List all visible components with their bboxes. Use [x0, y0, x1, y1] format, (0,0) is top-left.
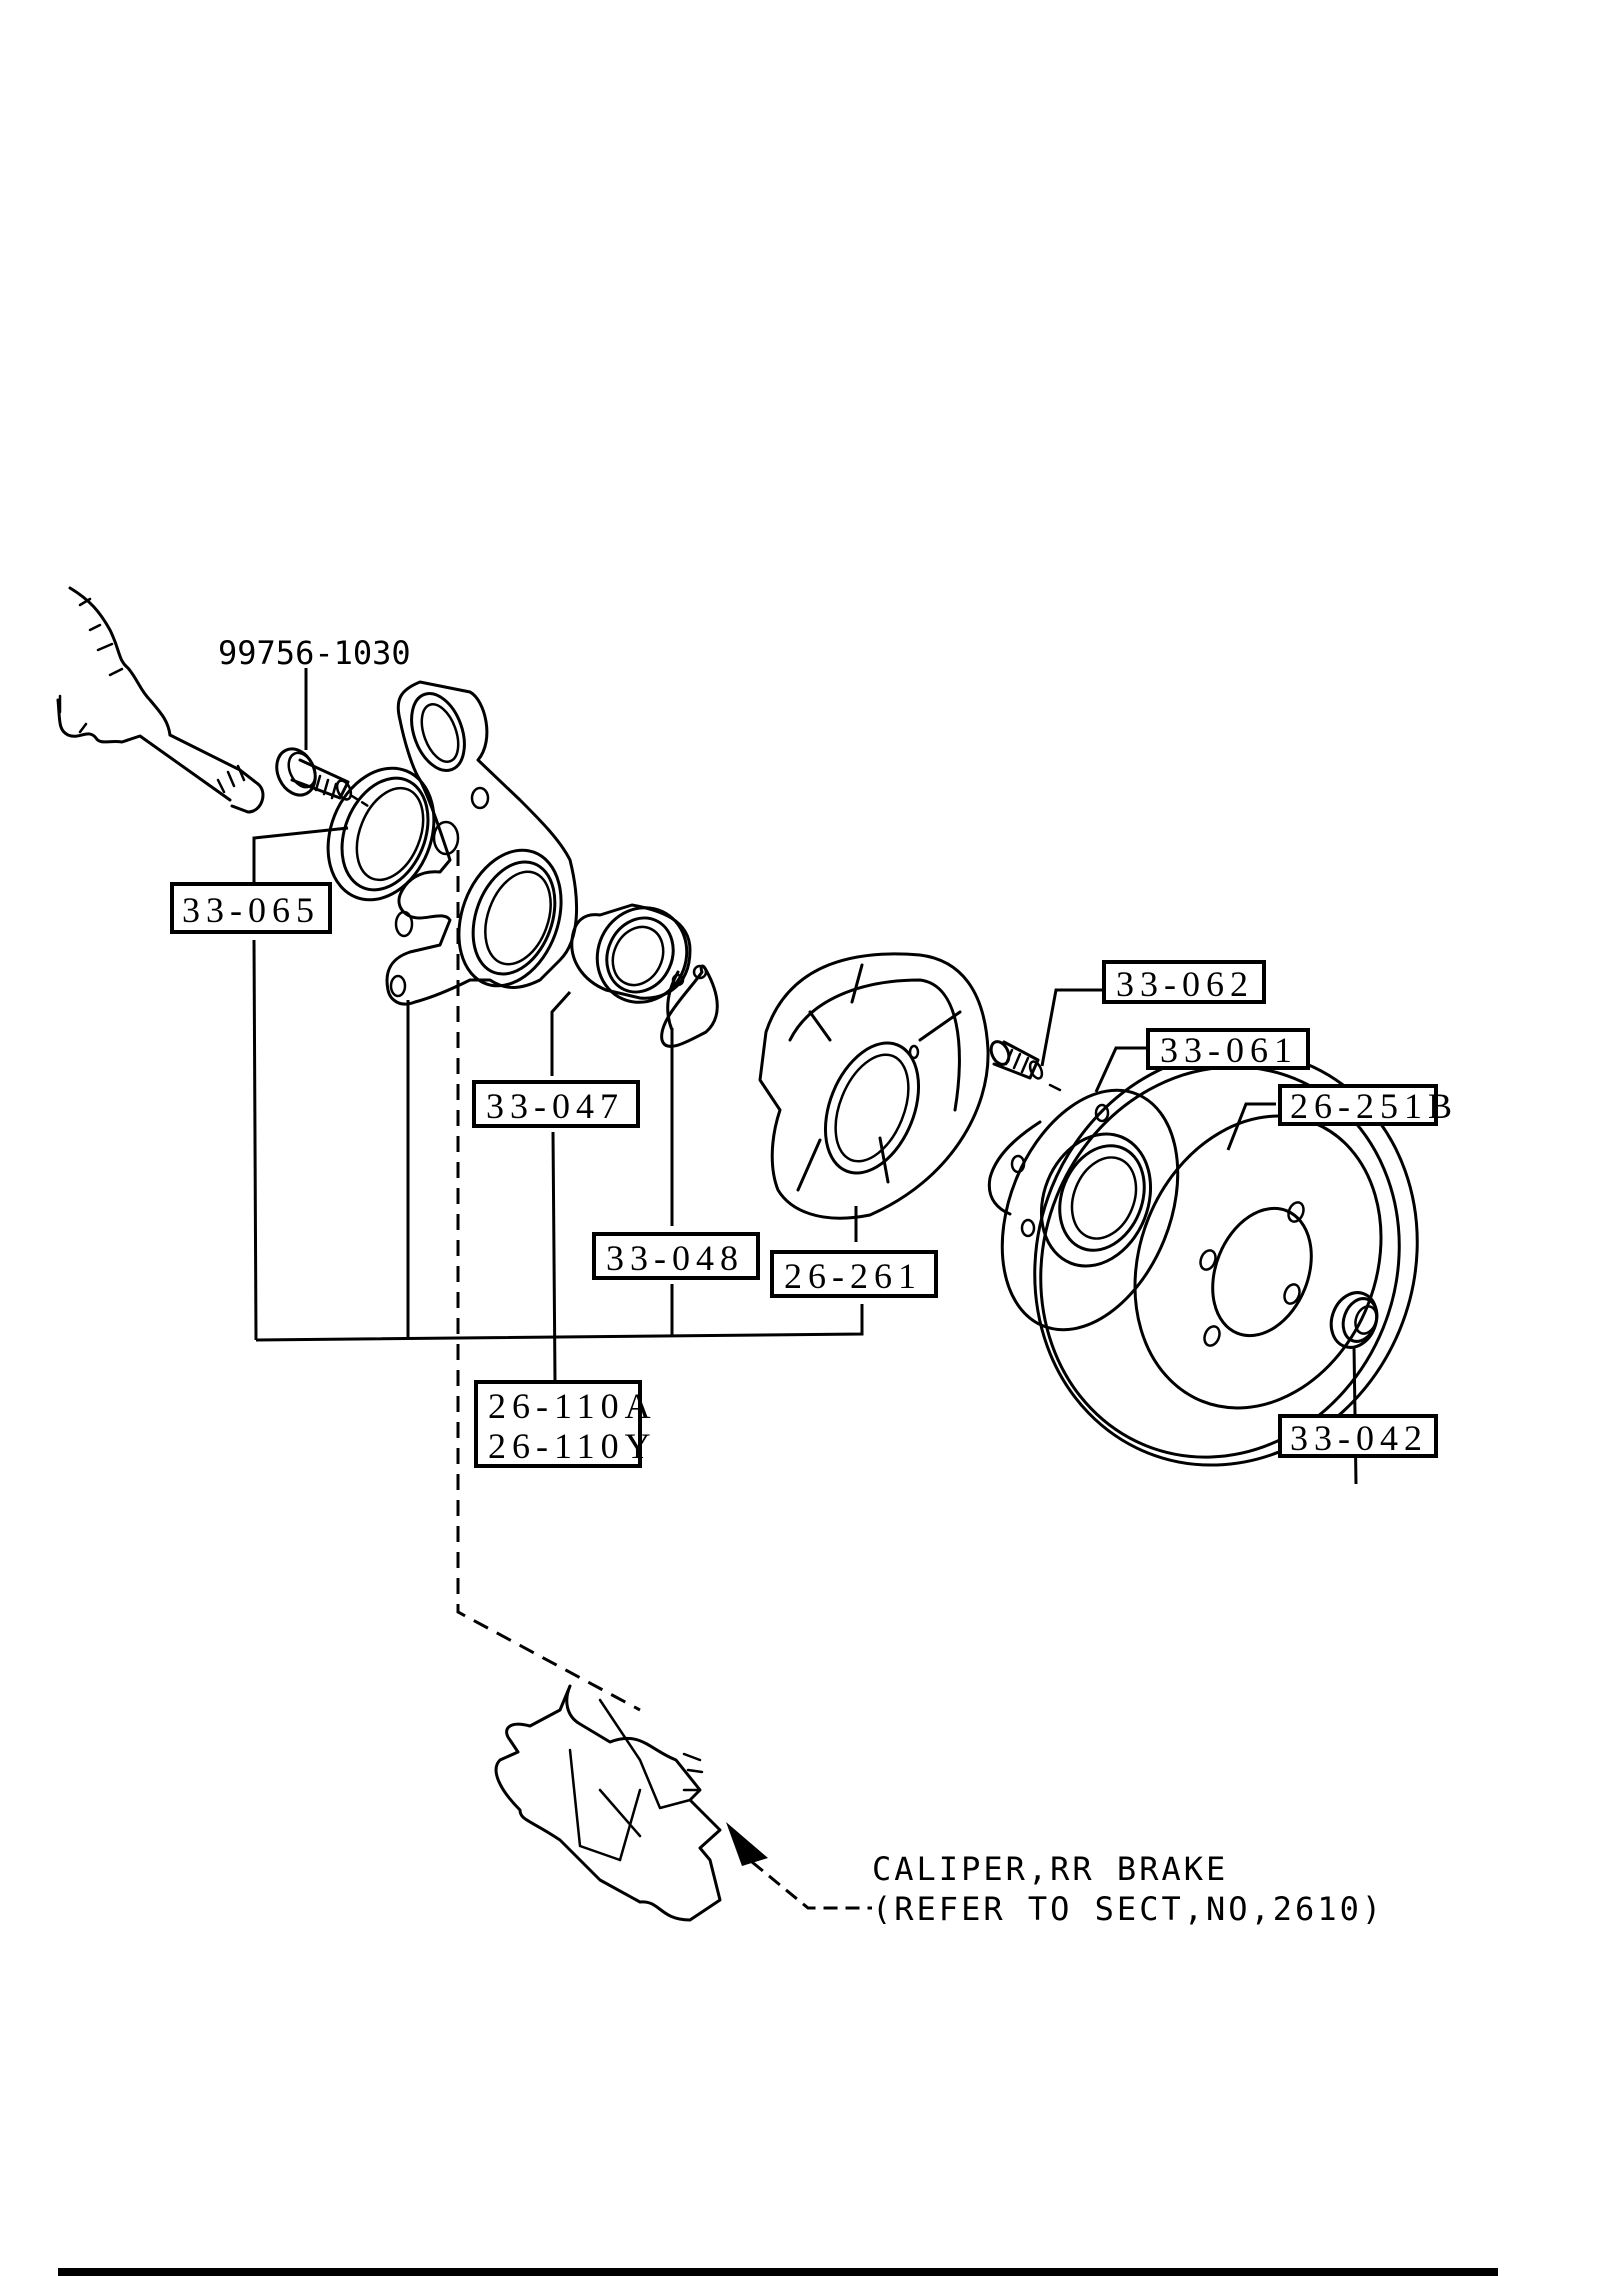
label-33-047[interactable]: 33-047 [472, 1080, 640, 1128]
knuckle-a-part-number: 26-110A [488, 1386, 657, 1426]
snap-ring-part-number: 33-048 [606, 1238, 744, 1278]
caliper-note-pointer [726, 1822, 872, 1910]
label-26-110[interactable]: 26-110A 26-110Y [474, 1380, 657, 1468]
bolt-part [275, 747, 370, 808]
caliper-note-line1: CALIPER,RR BRAKE [872, 1850, 1228, 1888]
label-33-065[interactable]: 33-065 [170, 882, 332, 934]
footer-rule [58, 2268, 1498, 2276]
caliper-note-line2: (REFER TO SECT,NO,2610) [872, 1890, 1384, 1928]
oil-seal-part [326, 766, 436, 902]
bearing-part [570, 903, 692, 1004]
drive-shaft-end [56, 586, 265, 814]
label-26-251B[interactable]: 26-251B [1278, 1084, 1458, 1126]
hub-part [987, 1088, 1180, 1332]
label-33-061[interactable]: 33-061 [1146, 1028, 1310, 1070]
bearing-part-number: 33-047 [486, 1086, 624, 1126]
caliper-reference-line [456, 850, 641, 1712]
hub-bolt-part [989, 1040, 1062, 1092]
oil-seal-part-number: 33-065 [182, 890, 320, 930]
dust-shield-part [758, 952, 990, 1220]
caliper-note: CALIPER,RR BRAKE (REFER TO SECT,NO,2610) [872, 1850, 1384, 1928]
label-33-062[interactable]: 33-062 [1102, 960, 1266, 1004]
dust-shield-part-number: 26-261 [784, 1256, 922, 1296]
hub-part-number: 33-061 [1160, 1030, 1298, 1070]
label-33-048[interactable]: 33-048 [592, 1232, 760, 1280]
label-26-261[interactable]: 26-261 [770, 1250, 938, 1298]
snap-ring-part [660, 964, 719, 1048]
caliper-part [494, 1684, 722, 1922]
bolt-part-number: 99756-1030 [218, 634, 411, 672]
hub-bolt-part-number: 33-062 [1116, 964, 1254, 1004]
disc-part-number: 26-251B [1290, 1086, 1458, 1126]
lock-nut-part [1329, 1291, 1379, 1349]
lock-nut-part-number: 33-042 [1290, 1418, 1428, 1458]
knuckle-y-part-number: 26-110Y [488, 1426, 657, 1466]
knuckle-part [385, 680, 578, 1006]
label-33-042[interactable]: 33-042 [1278, 1414, 1438, 1458]
